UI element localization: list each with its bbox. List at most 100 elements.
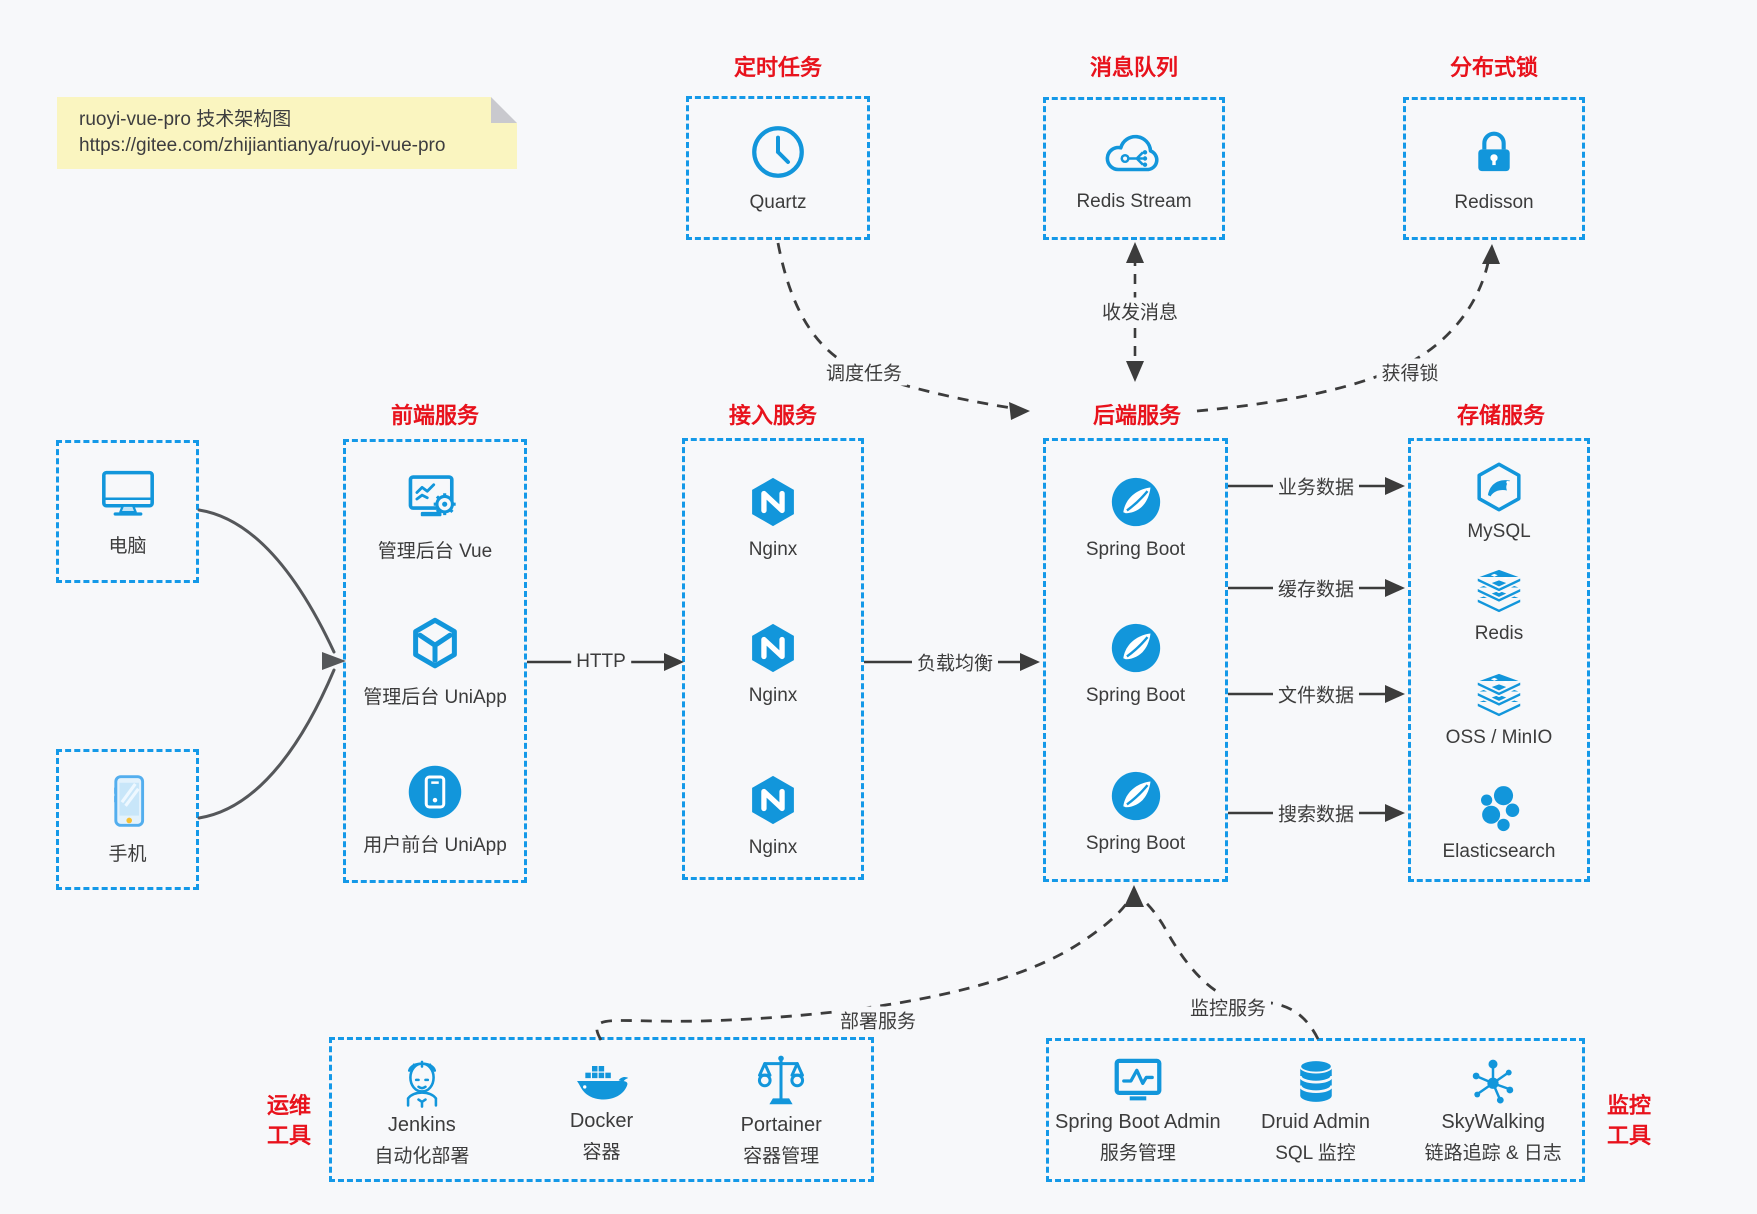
storage-box: MySQL Redis OSS / Mi	[1408, 438, 1590, 882]
title-monitoring-tools: 监控 工具	[1601, 1091, 1657, 1151]
messaging-arrowhead-down	[1126, 361, 1144, 382]
redisson-label: Redisson	[1454, 191, 1534, 213]
ops-title-line1: 运维	[266, 1093, 311, 1118]
ops-item-jenkins: Jenkins 自动化部署	[332, 1052, 512, 1168]
spring-boot-icon	[1111, 771, 1160, 821]
lock-arrowhead	[1482, 244, 1500, 264]
gateway-item-nginx-2: Nginx	[685, 619, 861, 707]
redis-stream-label: Redis Stream	[1076, 190, 1192, 212]
title-frontend: 前端服务	[390, 403, 480, 428]
quartz-box: Quartz	[686, 96, 870, 240]
spring-boot-icon	[1111, 477, 1160, 527]
desktop-icon	[101, 470, 154, 516]
data-arrowheads	[1385, 477, 1405, 822]
uniapp-cube-icon	[413, 617, 457, 669]
schedule-arrowhead	[1009, 402, 1030, 420]
frontend-item-label: 管理后台 Vue	[377, 541, 493, 562]
nginx-icon	[752, 623, 794, 673]
backend-item-label: Spring Boot	[1085, 685, 1186, 706]
storage-item-label: Elasticsearch	[1442, 841, 1556, 862]
lock-label: 获得锁	[1376, 358, 1444, 386]
admin-vue-icon	[408, 475, 456, 517]
schedule-label: 调度任务	[820, 358, 908, 386]
monitoring-title-line2: 工具	[1606, 1123, 1651, 1148]
business-data-label: 业务数据	[1272, 472, 1360, 500]
nginx-icon	[752, 775, 794, 825]
monitoring-box: Spring Boot Admin 服务管理 Druid Admin SQL 监…	[1046, 1038, 1585, 1182]
http-label: HTTP	[571, 651, 631, 673]
gateway-item-nginx-1: Nginx	[685, 473, 861, 561]
monitoring-item-name: Spring Boot Admin	[1055, 1111, 1221, 1133]
title-distributed-lock: 分布式锁	[1449, 55, 1539, 80]
title-storage: 存储服务	[1456, 403, 1546, 428]
title-message-queue: 消息队列	[1089, 55, 1179, 80]
cloud-stream-icon	[1105, 134, 1159, 171]
deploy-monitor-arrowhead	[1124, 885, 1144, 907]
title-gateway: 接入服务	[728, 403, 818, 428]
search-data-label: 搜索数据	[1272, 799, 1360, 827]
gateway-item-label: Nginx	[748, 539, 798, 560]
storage-item-redis: Redis	[1411, 565, 1587, 645]
mysql-icon	[1477, 462, 1521, 512]
sticky-note: ruoyi-vue-pro 技术架构图 https://gitee.com/zh…	[57, 97, 517, 169]
storage-item-label: OSS / MinIO	[1445, 727, 1553, 748]
spring-boot-admin-icon	[1114, 1058, 1162, 1101]
title-ops-tools: 运维 工具	[261, 1091, 317, 1151]
ops-item-sub: 容器管理	[743, 1145, 820, 1167]
deploy-label: 部署服务	[834, 1006, 922, 1034]
messaging-arrowhead-up	[1126, 242, 1144, 263]
ops-item-sub: 容器	[582, 1141, 621, 1163]
oss-stack-icon	[1475, 671, 1523, 719]
redisson-box: Redisson	[1403, 97, 1585, 240]
note-title: ruoyi-vue-pro 技术架构图	[79, 109, 292, 130]
frontend-box: 管理后台 Vue 管理后台 UniApp 用户前台 UniApp	[343, 439, 527, 883]
gateway-box: Nginx Nginx Nginx	[682, 438, 864, 880]
redis-stream-box: Redis Stream	[1043, 97, 1225, 240]
ops-item-name: Jenkins	[387, 1113, 456, 1136]
pc-client-box: 电脑	[56, 440, 199, 583]
ops-title-line2: 工具	[266, 1123, 311, 1148]
portainer-icon	[758, 1055, 805, 1104]
gateway-item-nginx-3: Nginx	[685, 771, 861, 859]
frontend-item-uniapp-user: 用户前台 UniApp	[346, 762, 524, 857]
backend-item-spring-1: Spring Boot	[1046, 473, 1225, 561]
docker-icon	[576, 1065, 628, 1099]
storage-item-elasticsearch: Elasticsearch	[1411, 781, 1587, 863]
http-arrowhead	[664, 653, 684, 671]
frontend-item-label: 管理后台 UniApp	[363, 687, 507, 708]
ops-box: Jenkins 自动化部署 D	[329, 1037, 874, 1182]
backend-item-spring-2: Spring Boot	[1046, 619, 1225, 707]
title-scheduled-tasks: 定时任务	[733, 55, 823, 80]
gateway-item-label: Nginx	[748, 837, 798, 858]
backend-item-label: Spring Boot	[1085, 833, 1186, 854]
cache-data-label: 缓存数据	[1272, 574, 1360, 602]
monitoring-item-sub: SQL 监控	[1275, 1143, 1356, 1164]
load-balance-arrowhead	[1020, 653, 1040, 671]
lock-icon	[1478, 131, 1510, 171]
clock-icon	[752, 126, 804, 178]
storage-item-label: Redis	[1474, 623, 1524, 644]
ops-item-name: Docker	[569, 1109, 634, 1132]
client-merge-connector	[197, 508, 336, 820]
elasticsearch-icon	[1481, 786, 1520, 832]
monitoring-item-druid: Druid Admin SQL 监控	[1227, 1055, 1405, 1165]
frontend-item-label: 用户前台 UniApp	[363, 835, 507, 856]
note-fold-corner	[491, 97, 517, 123]
storage-item-oss-minio: OSS / MinIO	[1411, 669, 1587, 749]
phone-icon	[113, 775, 144, 827]
jenkins-icon	[406, 1060, 438, 1108]
backend-item-label: Spring Boot	[1085, 539, 1186, 560]
storage-item-label: MySQL	[1467, 521, 1531, 542]
messaging-label: 收发消息	[1096, 297, 1184, 325]
title-backend: 后端服务	[1092, 403, 1182, 428]
skywalking-icon	[1472, 1059, 1514, 1104]
ops-item-docker: Docker 容器	[512, 1056, 692, 1164]
ops-item-name: Portainer	[740, 1113, 822, 1136]
monitoring-item-skywalking: SkyWalking 链路追踪 & 日志	[1404, 1055, 1582, 1165]
ops-item-portainer: Portainer 容器管理	[691, 1052, 871, 1168]
storage-item-mysql: MySQL	[1411, 459, 1587, 543]
monitoring-item-sba: Spring Boot Admin 服务管理	[1049, 1055, 1227, 1165]
gateway-item-label: Nginx	[748, 685, 798, 706]
spring-boot-icon	[1111, 623, 1160, 673]
redis-stack-icon	[1475, 567, 1523, 615]
